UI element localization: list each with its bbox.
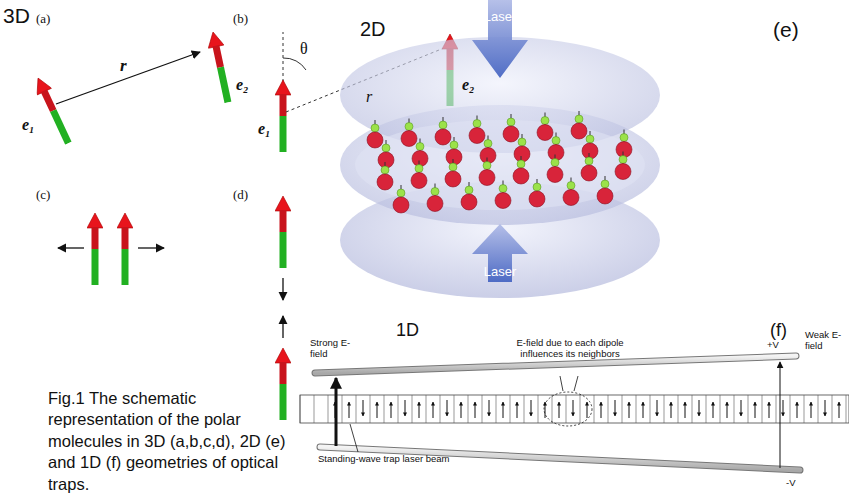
vector-label: e₂ — [236, 76, 249, 94]
voltage-label: -V — [786, 478, 796, 489]
dipole-pair-d — [275, 196, 291, 420]
laser-label: Laser — [484, 10, 517, 25]
panel-label: 3D — [3, 4, 30, 28]
vector-label: e₁ — [22, 116, 35, 134]
dipole-pair-a — [31, 30, 236, 146]
optical-trap-2d — [340, 0, 660, 298]
voltage-label: +V — [767, 340, 779, 351]
laser-label: Laser — [484, 265, 517, 280]
subfigure-label: (d) — [233, 188, 248, 203]
field-label: Weak E-field — [805, 330, 845, 352]
subfigure-label: (e) — [773, 18, 799, 42]
vector-label: e₁ — [258, 120, 271, 138]
dipole-pair-c — [58, 213, 164, 285]
distance-label: r — [366, 88, 372, 106]
subfigure-label: (c) — [36, 188, 50, 203]
subfigure-label: (b) — [233, 12, 248, 27]
vector-label: r — [120, 56, 127, 76]
panel-label: 1D — [396, 320, 419, 341]
figure-caption: Fig.1 The schematic representation of th… — [48, 388, 298, 495]
vector-label: e₂ — [462, 76, 475, 94]
panel-label: 2D — [360, 18, 386, 41]
angle-label: θ — [300, 40, 308, 58]
subfigure-label: (a) — [36, 12, 50, 27]
optical-trap-1d — [300, 356, 849, 470]
subfigure-label: (f) — [770, 320, 787, 341]
note-label: E-field due to each dipole influences it… — [510, 338, 630, 360]
field-label: Strong E-field — [310, 338, 354, 360]
beam-label: Standing-wave trap laser beam — [318, 454, 450, 465]
